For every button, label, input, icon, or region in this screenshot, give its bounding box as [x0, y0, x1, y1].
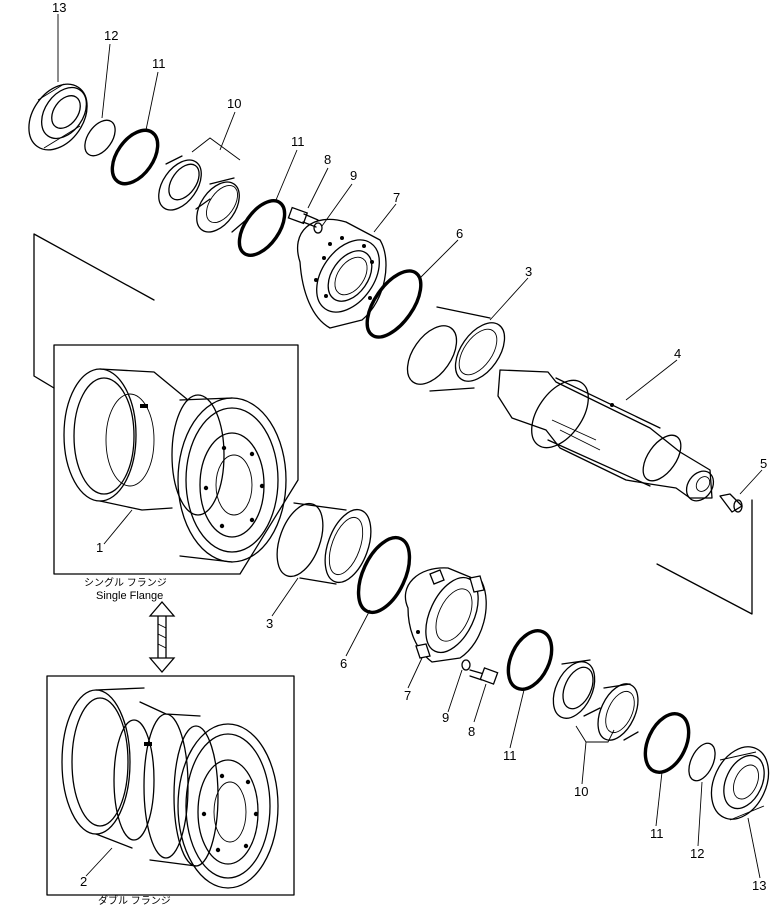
collar-7-bottom [404, 567, 487, 663]
label-9-bottom: 9 [442, 710, 449, 725]
label-11-bottom-left: 11 [503, 748, 517, 763]
label-1: 1 [96, 540, 103, 555]
label-7-bottom: 7 [404, 688, 411, 703]
label-11-bottom-right: 11 [650, 826, 664, 841]
label-10-top: 10 [227, 96, 241, 111]
washer-9-bottom [461, 659, 471, 671]
o-ring-12-bottom [688, 742, 716, 782]
o-ring-11-bottom-left [506, 629, 554, 691]
seal-pair-10-bottom [552, 659, 639, 743]
single-flange-caption-en: Single Flange [96, 590, 163, 602]
label-10-bottom: 10 [574, 784, 588, 799]
label-9-top: 9 [350, 168, 357, 183]
floating-seal-13-bottom [710, 746, 770, 821]
label-8-top: 8 [324, 152, 331, 167]
o-ring-6-top [365, 269, 423, 339]
interchange-arrow [148, 601, 176, 673]
double-flange-roller-2 [61, 687, 279, 889]
shaft-4 [497, 369, 715, 502]
floating-seal-13-top [28, 83, 88, 151]
double-flange-box [46, 675, 295, 896]
o-ring-12-top [84, 119, 116, 157]
label-11-top-right: 11 [291, 134, 305, 149]
bushing-3-bottom [276, 502, 372, 585]
label-3-bottom: 3 [266, 616, 273, 631]
o-ring-11-top-left [110, 128, 160, 186]
label-12-top: 12 [104, 28, 118, 43]
bushing-3-top [406, 306, 506, 392]
label-3-top: 3 [525, 264, 532, 279]
label-4: 4 [674, 346, 681, 361]
washer-9-top [313, 222, 323, 234]
label-6-top: 6 [456, 226, 463, 241]
bolt-8-top [287, 206, 319, 228]
o-ring-11-top-right [237, 199, 287, 257]
label-5: 5 [760, 456, 767, 471]
label-12-bottom: 12 [690, 846, 704, 861]
seal-pair-10-top [158, 137, 247, 233]
single-flange-caption-jp: シングル フランジ [84, 576, 167, 589]
single-flange-box [53, 344, 299, 575]
label-7-top: 7 [393, 190, 400, 205]
collar-7-top [297, 218, 387, 329]
plug-5 [719, 493, 743, 513]
label-6-bottom: 6 [340, 656, 347, 671]
label-13-bottom: 13 [752, 878, 766, 893]
leader-lines [57, 14, 763, 879]
assembly-leader-right [656, 499, 753, 615]
label-8-bottom: 8 [468, 724, 475, 739]
label-11-top-left: 11 [152, 56, 166, 71]
assembly-leader-top [33, 233, 155, 389]
bolt-8-bottom [469, 667, 499, 685]
double-flange-caption-jp: ダブル フランジ [98, 894, 171, 905]
o-ring-11-bottom-right [643, 712, 691, 774]
single-flange-roller-1 [63, 368, 287, 563]
label-2: 2 [80, 874, 87, 889]
label-13-top: 13 [52, 0, 66, 15]
o-ring-6-bottom [356, 535, 412, 615]
